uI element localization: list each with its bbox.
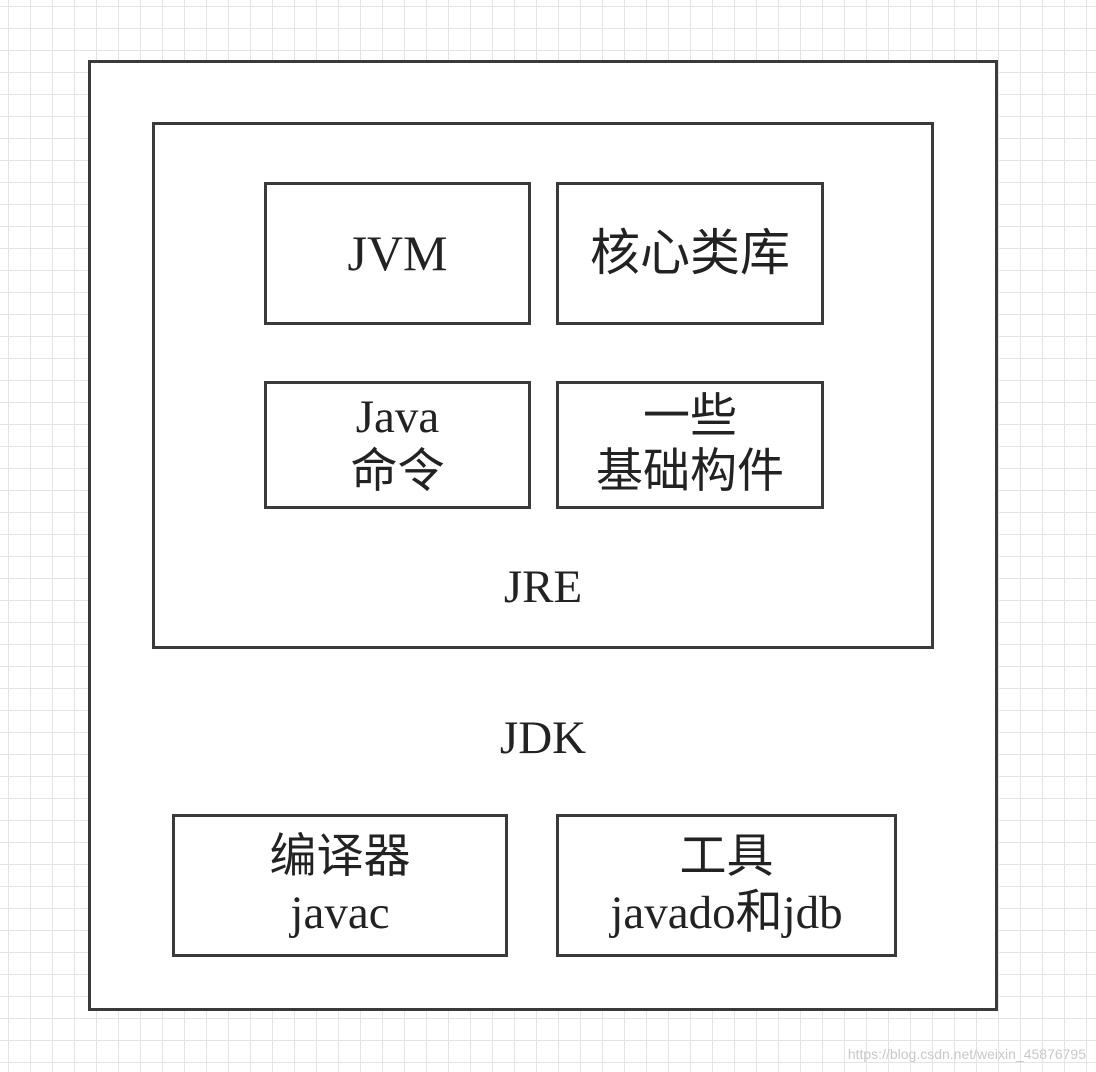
jdk-label: JDK	[499, 712, 587, 764]
jvm-box: JVM	[264, 182, 531, 325]
compiler-line1: 编译器	[269, 831, 411, 884]
java-command-line2: 命令	[350, 446, 445, 498]
base-components-line2: 基础构件	[596, 446, 784, 498]
compiler-line2: javac	[290, 886, 390, 939]
compiler-box: 编译器 javac	[172, 814, 508, 957]
jre-label: JRE	[503, 561, 583, 613]
core-libs-box: 核心类库	[556, 182, 824, 325]
java-command-box: Java 命令	[264, 381, 531, 509]
tools-line2: javado和jdb	[610, 886, 843, 939]
watermark: https://blog.csdn.net/weixin_45876795	[847, 1046, 1086, 1062]
java-command-line1: Java	[355, 390, 440, 443]
base-components-line1: 一些	[643, 390, 737, 443]
tools-line1: 工具	[679, 831, 774, 884]
core-libs-label: 核心类库	[590, 225, 790, 281]
tools-box: 工具 javado和jdb	[556, 814, 897, 957]
base-components-box: 一些 基础构件	[556, 381, 824, 509]
jvm-label: JVM	[347, 225, 448, 281]
